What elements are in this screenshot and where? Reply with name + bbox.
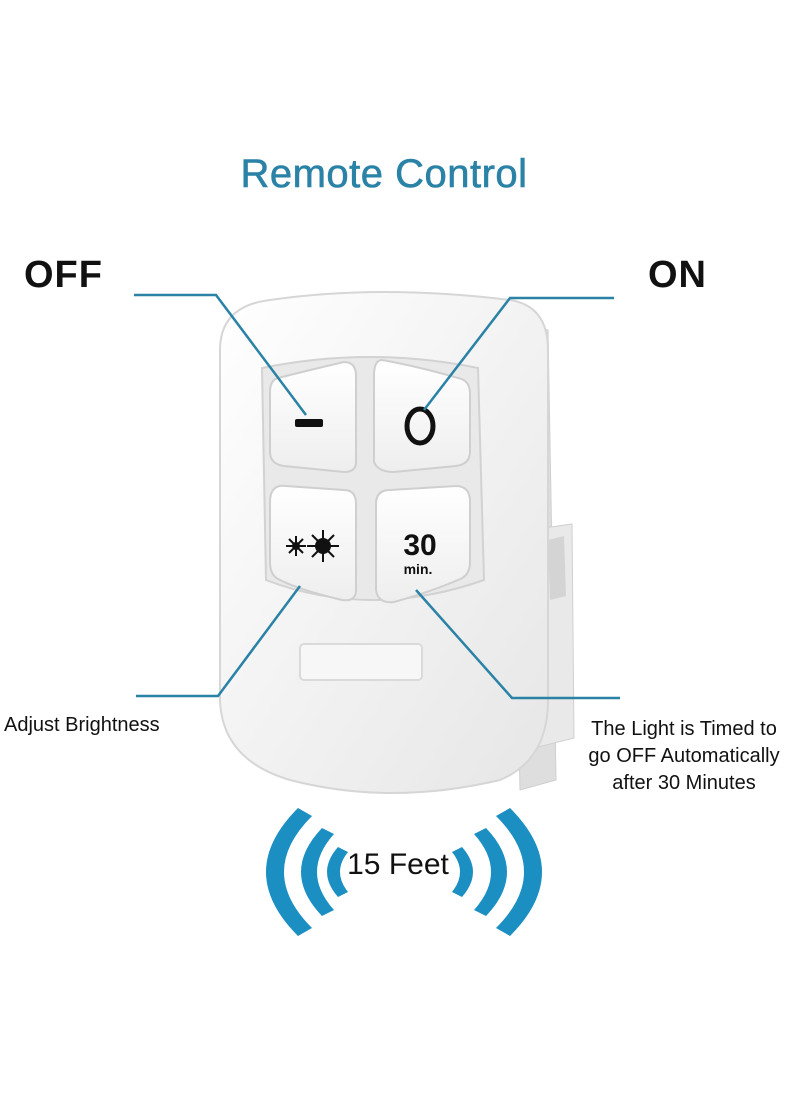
off-button[interactable] xyxy=(269,360,357,474)
brightness-button[interactable] xyxy=(269,484,357,602)
right-wave-inner-icon xyxy=(452,847,473,897)
timer-button-number: 30 xyxy=(403,529,436,562)
sun-icon xyxy=(286,530,339,562)
brightness-label: Adjust Brightness xyxy=(4,714,160,736)
timer-label: The Light is Timed to go OFF Automatical… xyxy=(568,716,800,797)
timer-label-line-3: after 30 Minutes xyxy=(612,772,756,794)
range-label: 15 Feet xyxy=(347,848,449,881)
callout-lines xyxy=(134,293,620,700)
timer-label-line-1: The Light is Timed to xyxy=(591,718,777,740)
on-callout-line xyxy=(423,296,614,411)
timer-label-line-2: go OFF Automatically xyxy=(588,745,780,767)
left-wave-middle-icon xyxy=(301,828,334,916)
on-label: ON xyxy=(648,254,707,296)
left-wave-inner-icon xyxy=(327,847,348,897)
battery-slot xyxy=(299,643,423,681)
right-wave-outer-icon xyxy=(496,808,542,936)
timer-button-unit: min. xyxy=(404,561,433,577)
brightness-callout-line xyxy=(136,585,302,698)
off-callout-line xyxy=(134,293,307,416)
right-wave-middle-icon xyxy=(474,828,507,916)
on-button[interactable] xyxy=(373,358,471,474)
timer-button[interactable]: 30 min. xyxy=(375,484,471,604)
page-title: Remote Control xyxy=(240,152,528,197)
power-circle-icon xyxy=(404,406,436,446)
timer-callout-line xyxy=(415,589,620,700)
minus-icon xyxy=(295,419,323,427)
left-wave-outer-icon xyxy=(266,808,312,936)
signal-waves xyxy=(266,808,542,936)
off-label: OFF xyxy=(24,254,103,296)
